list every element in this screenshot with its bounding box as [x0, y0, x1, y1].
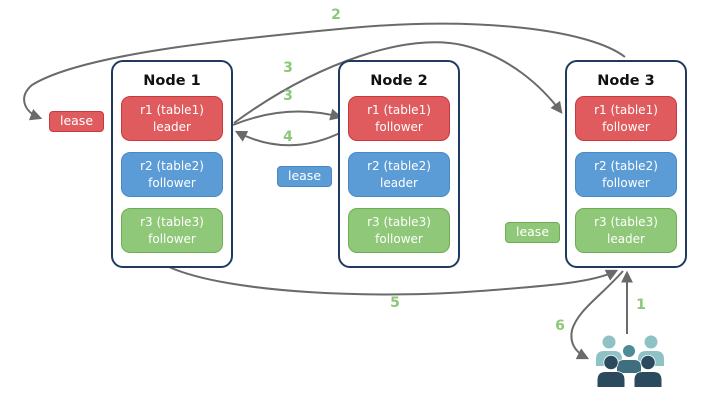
lease-badge-r1: lease	[49, 111, 104, 132]
arrow-step6-node3-to-users	[570, 270, 624, 360]
replica-name: r2 (table2)	[367, 159, 431, 174]
node-2-replica-r3: r3 (table3) follower	[348, 208, 450, 253]
replica-role: leader	[379, 175, 418, 190]
arrow-step3-leader-to-node2-follower	[232, 108, 343, 126]
replica-name: r2 (table2)	[140, 159, 204, 174]
replica-name: r1 (table1)	[140, 103, 204, 118]
node-1-replica-r3: r3 (table3) follower	[121, 208, 223, 253]
replica-role: follower	[375, 119, 423, 134]
node-3-replica-r3: r3 (table3) leader	[575, 208, 677, 253]
replica-name: r3 (table3)	[140, 215, 204, 230]
node-1-replica-r2: r2 (table2) follower	[121, 152, 223, 197]
node-2: Node 2 r1 (table1) follower r2 (table2) …	[338, 60, 460, 268]
step-label-3b: 3	[283, 88, 293, 104]
replica-name: r3 (table3)	[367, 215, 431, 230]
arrow-step5-node1-to-node3	[168, 266, 619, 296]
step-label-6: 6	[555, 318, 565, 334]
replica-role: follower	[602, 119, 650, 134]
replica-name: r1 (table1)	[367, 103, 431, 118]
replica-role: follower	[148, 231, 196, 246]
replica-role: follower	[602, 175, 650, 190]
lease-badge-r3: lease	[505, 222, 560, 243]
replica-role: leader	[606, 231, 645, 246]
replica-name: r1 (table1)	[594, 103, 658, 118]
node-1: Node 1 r1 (table1) leader r2 (table2) fo…	[111, 60, 233, 268]
step-label-2: 2	[331, 7, 341, 23]
replica-role: follower	[375, 231, 423, 246]
replica-role: leader	[152, 119, 191, 134]
node-3: Node 3 r1 (table1) follower r2 (table2) …	[565, 60, 687, 268]
replica-name: r2 (table2)	[594, 159, 658, 174]
step-label-4: 4	[283, 129, 293, 145]
step-label-1: 1	[636, 297, 646, 313]
node-3-replica-r1: r1 (table1) follower	[575, 96, 677, 141]
node-3-replica-r2: r2 (table2) follower	[575, 152, 677, 197]
step-label-5: 5	[390, 295, 400, 311]
step-label-3a: 3	[283, 60, 293, 76]
node-3-title: Node 3	[597, 73, 655, 89]
replica-role: follower	[148, 175, 196, 190]
node-1-replica-r1: r1 (table1) leader	[121, 96, 223, 141]
node-1-title: Node 1	[143, 73, 201, 89]
node-2-title: Node 2	[370, 73, 428, 89]
node-2-replica-r1: r1 (table1) follower	[348, 96, 450, 141]
node-2-replica-r2: r2 (table2) leader	[348, 152, 450, 197]
lease-badge-r2: lease	[277, 166, 332, 187]
users-icon	[595, 334, 665, 388]
replica-name: r3 (table3)	[594, 215, 658, 230]
